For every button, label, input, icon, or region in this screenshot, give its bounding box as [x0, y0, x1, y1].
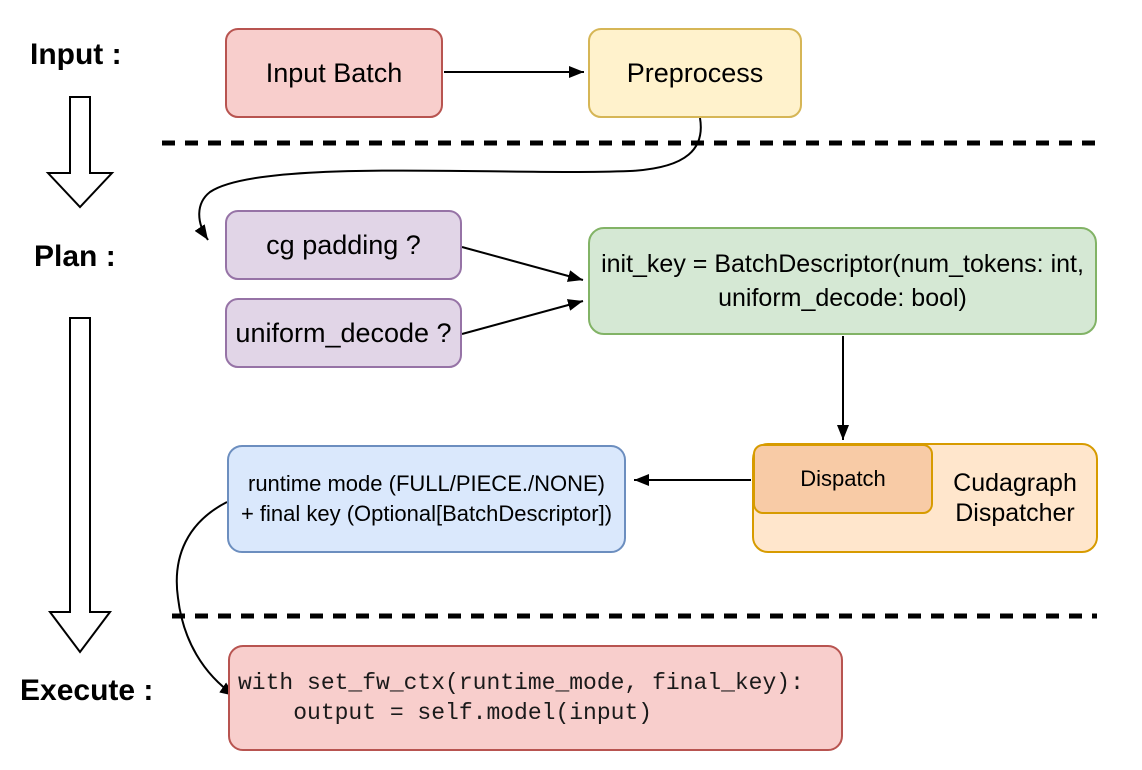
- node-preprocess-label: Preprocess: [626, 57, 764, 88]
- node-execute-code-line2: output = self.model(input): [238, 700, 653, 726]
- arrow-preprocess-to-cg-padding: [194, 117, 702, 241]
- stage-arrow-input-to-plan: [45, 96, 115, 209]
- node-cudagraph-dispatcher-line2: Dispatcher: [955, 499, 1075, 527]
- node-runtime-mode-line2: + final key (Optional[BatchDescriptor]): [240, 501, 613, 526]
- node-uniform-decode: uniform_decode ?: [225, 298, 462, 368]
- stage-label-input: Input :: [30, 38, 122, 71]
- node-dispatch-label: Dispatch: [800, 466, 886, 491]
- node-init-key-line2: uniform_decode: bool): [718, 284, 967, 312]
- node-cudagraph-dispatcher-line1: Cudagraph: [953, 469, 1077, 497]
- stage-label-execute: Execute :: [20, 674, 154, 707]
- node-execute-code-line1: with set_fw_ctx(runtime_mode, final_key)…: [238, 670, 804, 696]
- node-input-batch-label: Input Batch: [265, 57, 403, 88]
- arrow-runtime-mode-to-execute-code: [175, 501, 236, 697]
- node-cg-padding: cg padding ?: [225, 210, 462, 280]
- node-preprocess: Preprocess: [588, 28, 802, 118]
- node-cg-padding-label: cg padding ?: [266, 229, 421, 260]
- node-input-batch: Input Batch: [225, 28, 443, 118]
- arrow-cg-padding-to-init-key: [461, 246, 584, 282]
- node-dispatch: Dispatch: [753, 444, 933, 514]
- node-uniform-decode-label: uniform_decode ?: [235, 317, 452, 348]
- node-init-key-line1: init_key = BatchDescriptor(num_tokens: i…: [601, 250, 1084, 278]
- node-runtime-mode: runtime mode (FULL/PIECE./NONE) + final …: [227, 445, 626, 553]
- stage-arrow-plan-to-execute: [48, 317, 112, 654]
- arrow-uniform-decode-to-init-key: [461, 299, 584, 335]
- node-init-key: init_key = BatchDescriptor(num_tokens: i…: [588, 227, 1097, 335]
- node-execute-code: with set_fw_ctx(runtime_mode, final_key)…: [228, 645, 843, 751]
- node-runtime-mode-line1: runtime mode (FULL/PIECE./NONE): [248, 471, 605, 496]
- stage-label-plan: Plan :: [34, 240, 116, 273]
